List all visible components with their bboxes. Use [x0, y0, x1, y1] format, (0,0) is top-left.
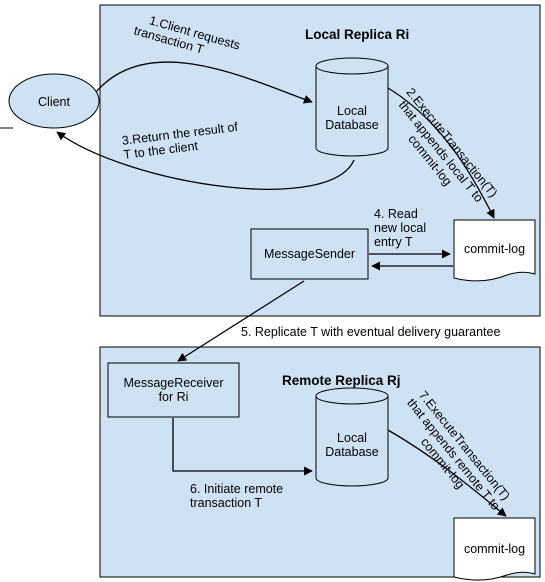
remote-database-cylinder[interactable] — [315, 387, 389, 487]
message-receiver-label: MessageReceiver for Ri — [108, 376, 239, 404]
local-replica-title: Local Replica Ri — [305, 27, 410, 42]
message-receiver-label-line1: MessageReceiver — [123, 376, 224, 390]
arrow-database-to-client — [56, 131, 355, 190]
remote-database-label: Local Database — [316, 431, 388, 459]
message-sender-box[interactable] — [250, 228, 369, 280]
arrow-client-to-database — [95, 61, 313, 104]
arrow-receiver-to-database — [172, 418, 313, 476]
step6-label: 6. Initiate remote transaction T — [190, 482, 283, 510]
remote-replica-title: Remote Replica Rj — [282, 373, 401, 388]
remote-commit-log-label: commit-log — [463, 542, 526, 556]
remote-database-label-line1: Local — [337, 431, 367, 445]
remote-database-label-line2: Database — [325, 445, 379, 459]
arrow-database-to-remote-commit-log — [387, 429, 507, 517]
step6-line1: 6. Initiate remote — [190, 482, 284, 496]
step4-line3: entry T — [374, 235, 413, 249]
local-database-label-line2: Database — [325, 118, 379, 132]
message-receiver-label-line2: for Ri — [158, 390, 189, 404]
client-label: Client — [38, 95, 70, 109]
step4-line1: 4. Read — [374, 207, 418, 221]
arrow-sender-to-receiver — [177, 280, 305, 362]
commit-log-document[interactable] — [453, 219, 536, 282]
local-database-cylinder[interactable] — [315, 57, 389, 157]
step5-label: 5. Replicate T with eventual delivery gu… — [241, 325, 501, 339]
arrow-database-to-commit-log — [387, 87, 495, 219]
client-node[interactable] — [8, 73, 100, 129]
remote-commit-log-document[interactable] — [453, 517, 536, 581]
commit-log-label: commit-log — [463, 242, 526, 256]
local-database-label: Local Database — [316, 104, 388, 132]
message-sender-label: MessageSender — [263, 247, 356, 261]
message-receiver-box[interactable] — [107, 362, 240, 418]
step4-line2: new local — [374, 221, 427, 235]
step4-label: 4. Read new local entry T — [374, 207, 426, 249]
step6-line2: transaction T — [190, 496, 263, 510]
local-database-label-line1: Local — [337, 104, 367, 118]
